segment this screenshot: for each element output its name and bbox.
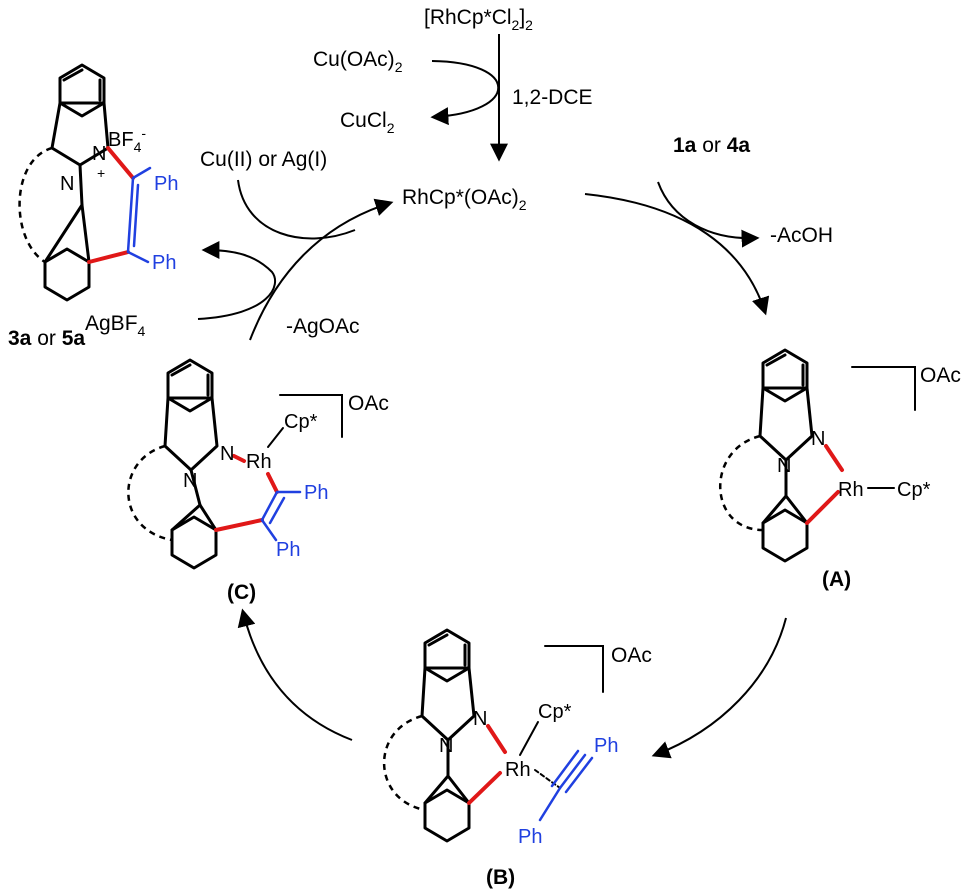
c-n1: N <box>183 470 197 492</box>
c-ph-upper: Ph <box>304 482 328 504</box>
b-benzo-ring <box>423 628 471 683</box>
product-release-arrow <box>197 241 277 320</box>
acoh-loss-arrow <box>657 181 760 248</box>
c-counterion: OAc <box>348 392 389 415</box>
c-benzo-ring <box>166 358 214 413</box>
a-rh-n-bond <box>824 444 844 472</box>
a-benzo-ring <box>761 348 809 403</box>
regeneration-arrow <box>249 198 394 341</box>
oxidant-label: Cu(OAc)2 <box>313 48 403 75</box>
intermediate-c: N N Rh Cp* Ph Ph OAc (C) <box>127 358 389 604</box>
precatalyst-label: [RhCp*Cl2]2 <box>424 6 533 33</box>
b-rh: Rh <box>505 759 531 781</box>
b-ph-lower: Ph <box>518 826 542 848</box>
b-tether <box>382 714 426 812</box>
a-counterion: OAc <box>920 364 961 387</box>
c-tether <box>127 444 173 542</box>
a-tether <box>719 434 764 532</box>
product-label: 3a or 5a <box>8 327 85 350</box>
b-phenylene-ring <box>423 788 471 843</box>
precatalyst-activation: [RhCp*Cl2]2 Cu(OAc)2 CuCl2 1,2-DCE <box>313 6 593 162</box>
c-rh-c-bond <box>266 472 279 494</box>
b-ph-upper: Ph <box>594 735 618 757</box>
a-phenylene-ring <box>761 508 809 563</box>
step3-arrow <box>237 608 353 741</box>
reoxidation-arrow <box>237 179 356 240</box>
acoh-loss-label: -AcOH <box>770 224 833 247</box>
a-pyrazole-ring <box>758 386 814 462</box>
product-phenylene-ring <box>43 247 91 302</box>
substrate-label: 1a or 4a <box>673 134 750 157</box>
b-rh-n-bond <box>486 724 507 754</box>
product-new-cn-bond <box>106 146 135 180</box>
product-pyrazole-ring <box>50 101 110 167</box>
product-tether <box>18 146 53 264</box>
product-n1: N <box>60 173 74 195</box>
solvent-label: 1,2-DCE <box>512 86 593 109</box>
b-pyrazole-ring <box>420 666 476 742</box>
c-n2: N <box>220 443 234 465</box>
product-benzo-ring <box>58 63 106 118</box>
c-bracket <box>279 394 343 438</box>
a-rh: Rh <box>838 479 864 501</box>
a-n1: N <box>777 455 791 477</box>
c-ph-lower: Ph <box>276 539 300 561</box>
b-bracket <box>544 645 604 693</box>
a-n2: N <box>811 428 825 450</box>
b-cp: Cp* <box>538 701 572 723</box>
product-structure: N + N BF4- Ph Ph 3a or 5a <box>8 63 178 350</box>
a-rh-c-bond <box>805 490 840 525</box>
product-n-plus: N <box>92 143 106 165</box>
copper-exchange-arrow <box>430 60 500 126</box>
b-n1: N <box>439 735 453 757</box>
a-cp: Cp* <box>897 479 931 501</box>
product-new-cc-bond <box>87 250 130 264</box>
catalyst-label: RhCp*(OAc)2 <box>402 186 527 213</box>
product-ph-lower: Ph <box>152 252 176 274</box>
step1-arrow <box>584 193 770 316</box>
byproduct-label: CuCl2 <box>340 109 395 136</box>
a-bracket <box>851 366 916 411</box>
intermediate-a: N N Rh Cp* OAc (A) <box>719 348 961 591</box>
product-ph-upper: Ph <box>154 173 178 195</box>
b-label: (B) <box>486 866 515 889</box>
c-cp: Cp* <box>284 411 318 433</box>
a-label: (A) <box>822 568 851 591</box>
c-new-cc-bond <box>214 518 264 532</box>
c-rh: Rh <box>246 451 272 473</box>
c-rh-n-bond <box>232 454 246 463</box>
product-anion: BF4- <box>108 125 146 155</box>
b-n2: N <box>473 708 487 730</box>
product-plus-charge: + <box>97 165 105 181</box>
c-label: (C) <box>227 581 256 604</box>
agbf4-label: AgBF4 <box>85 312 146 339</box>
step2-arrow <box>651 617 787 759</box>
c-pyrazole-ring <box>163 396 219 472</box>
intermediate-b: N N Rh Cp* Ph Ph OAc (B) <box>382 628 652 889</box>
b-counterion: OAc <box>611 644 652 667</box>
b-rh-c-bond <box>467 771 502 805</box>
c-phenylene-ring <box>170 515 218 570</box>
agoac-loss-label: -AgOAc <box>286 315 360 338</box>
reoxidant-label: Cu(II) or Ag(I) <box>200 148 327 171</box>
